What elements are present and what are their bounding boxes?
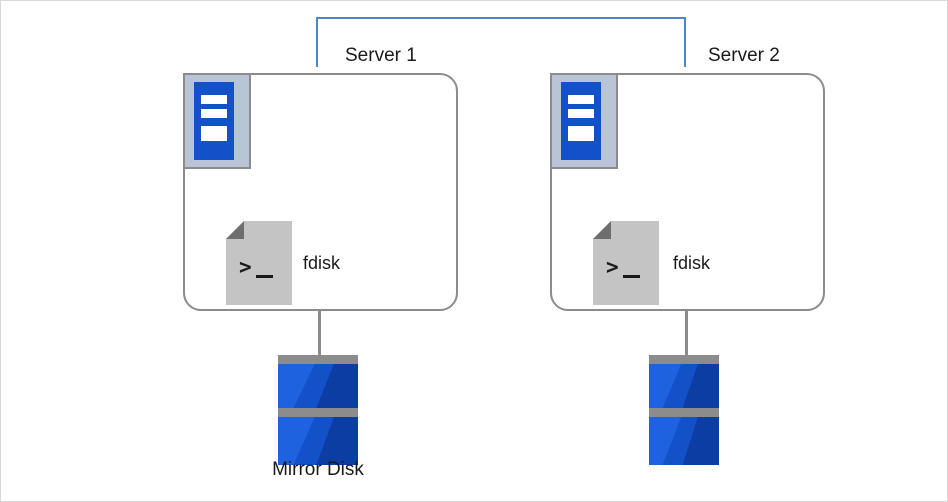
server-icon-bar	[568, 95, 594, 104]
disk-highlight	[278, 417, 315, 465]
terminal-cursor	[256, 275, 273, 278]
server-icon-bar	[201, 109, 227, 118]
server-2-label: Server 2	[708, 45, 780, 66]
mirror-disk-label: Mirror Disk	[272, 459, 364, 480]
server-icon-bar	[568, 109, 594, 118]
terminal-prompt-glyph: >	[239, 255, 252, 279]
disk-shadow	[682, 417, 719, 465]
disk-platter	[278, 417, 358, 465]
disk-shadow	[316, 364, 358, 408]
server-1-disk-connector	[318, 311, 321, 357]
terminal-prompt-glyph: >	[606, 255, 619, 279]
disk-highlight	[649, 364, 682, 408]
disk-cap	[649, 408, 719, 417]
server-2-fdisk-label: fdisk	[673, 253, 711, 273]
server-icon-bar	[201, 126, 227, 141]
document-fold	[226, 221, 244, 239]
disk-cap	[278, 408, 358, 417]
document-fold	[593, 221, 611, 239]
disk-platter	[649, 417, 719, 465]
server-icon-bar	[201, 95, 227, 104]
disk-shadow	[316, 417, 358, 465]
disk-cap	[278, 355, 358, 364]
server-icon-panel	[194, 82, 234, 160]
server-1-machine-icon	[183, 73, 251, 169]
server-2-disk-connector	[685, 311, 688, 357]
server-2-disk-stack	[649, 355, 719, 465]
server-2-fdisk-icon: >	[593, 221, 659, 305]
disk-highlight	[278, 364, 315, 408]
interconnect-link	[316, 17, 686, 67]
server-1-label: Server 1	[345, 45, 417, 66]
server-icon-panel	[561, 82, 601, 160]
disk-highlight	[649, 417, 682, 465]
server-icon-bar	[568, 126, 594, 141]
server-1-disk-stack	[278, 355, 358, 465]
server-1-fdisk-label: fdisk	[303, 253, 341, 273]
disk-cap	[649, 355, 719, 364]
disk-shadow	[682, 364, 719, 408]
server-1-fdisk-icon: >	[226, 221, 292, 305]
terminal-cursor	[623, 275, 640, 278]
disk-platter	[278, 364, 358, 408]
disk-platter	[649, 364, 719, 408]
server-2-machine-icon	[550, 73, 618, 169]
